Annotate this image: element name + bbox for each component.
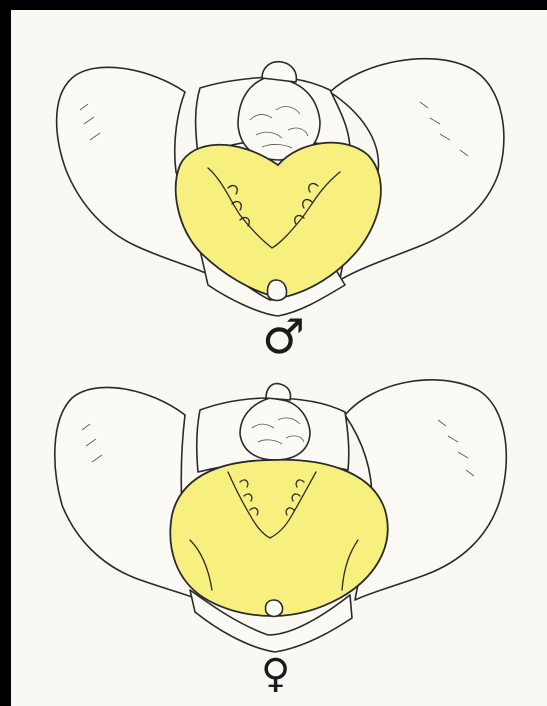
male-pubic-symphysis xyxy=(267,280,286,301)
female-pubic-symphysis xyxy=(265,600,282,617)
female-pelvic-inlet xyxy=(170,460,387,616)
male-pelvis xyxy=(57,59,504,316)
male-vertebra-arch xyxy=(262,62,296,82)
male-symbol: ♂ xyxy=(262,313,305,361)
female-symbol: ♀ xyxy=(261,654,290,694)
female-vertebra-arch xyxy=(266,384,291,400)
female-pelvis xyxy=(55,380,506,652)
